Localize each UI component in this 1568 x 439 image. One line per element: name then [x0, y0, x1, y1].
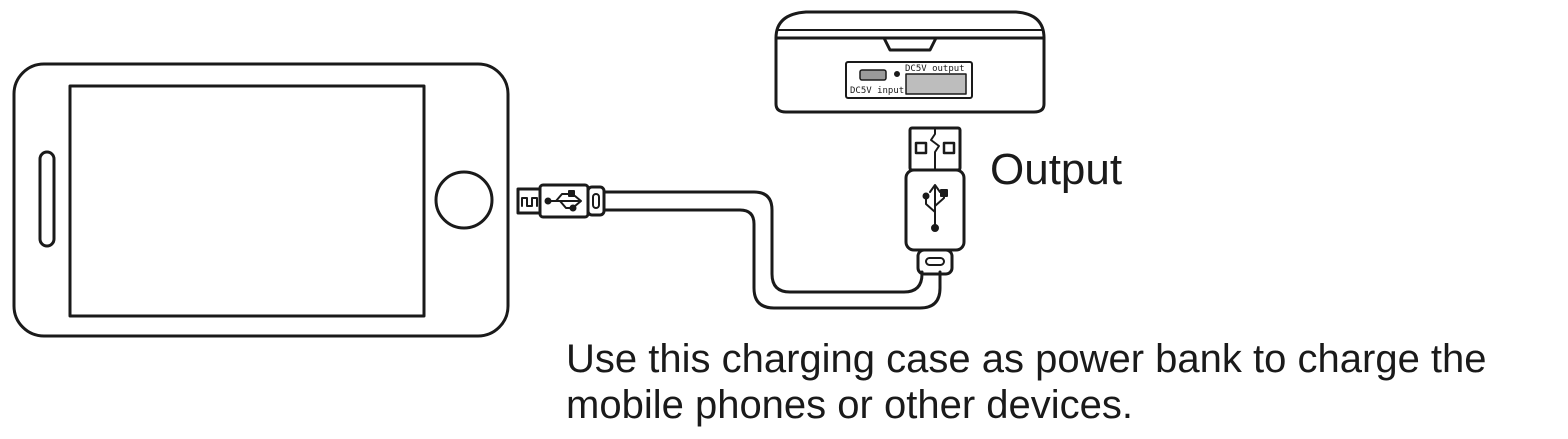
phone-home-button [434, 170, 494, 230]
phone-body [12, 62, 510, 338]
micro-usb-pins [521, 197, 538, 207]
micro-usb-strain-relief [586, 185, 606, 217]
micro-usb-grip-slot [592, 193, 600, 209]
usb-a-contact-left [914, 141, 928, 155]
usb-trident-icon [544, 190, 582, 212]
instruction-caption: Use this charging case as power bank to … [566, 336, 1566, 428]
usb-a-contact-right [942, 141, 956, 155]
led-indicator [894, 71, 900, 77]
caption-line-2: mobile phones or other devices. [566, 383, 1133, 427]
output-label: Output [990, 145, 1123, 194]
phone-screen [68, 84, 426, 318]
case-port-panel [845, 61, 973, 99]
micro-usb-input-port [859, 69, 887, 81]
case-body [774, 36, 1046, 114]
phone-speaker-slot [38, 150, 56, 248]
micro-usb-plug [516, 183, 606, 219]
usb-a-output-port [905, 73, 967, 95]
cable-outer-line [602, 190, 924, 294]
caption-line-1: Use this charging case as power bank to … [566, 337, 1487, 381]
usb-a-grip-slot [925, 257, 945, 266]
case-seam [774, 36, 1046, 52]
charging-case: DC5V input DC5V output [774, 10, 1046, 114]
input-port-label: DC5V input [850, 86, 904, 96]
cable-inner-line [602, 208, 942, 310]
usb-a-plug [904, 126, 966, 276]
case-lid [774, 10, 1046, 40]
mobile-phone [12, 62, 510, 338]
output-port-label: DC5V output [905, 64, 965, 74]
usb-cable [602, 190, 942, 310]
usb-a-strain-relief [916, 248, 954, 276]
usb-a-seam [930, 127, 940, 171]
usb-trident-icon [922, 184, 948, 232]
